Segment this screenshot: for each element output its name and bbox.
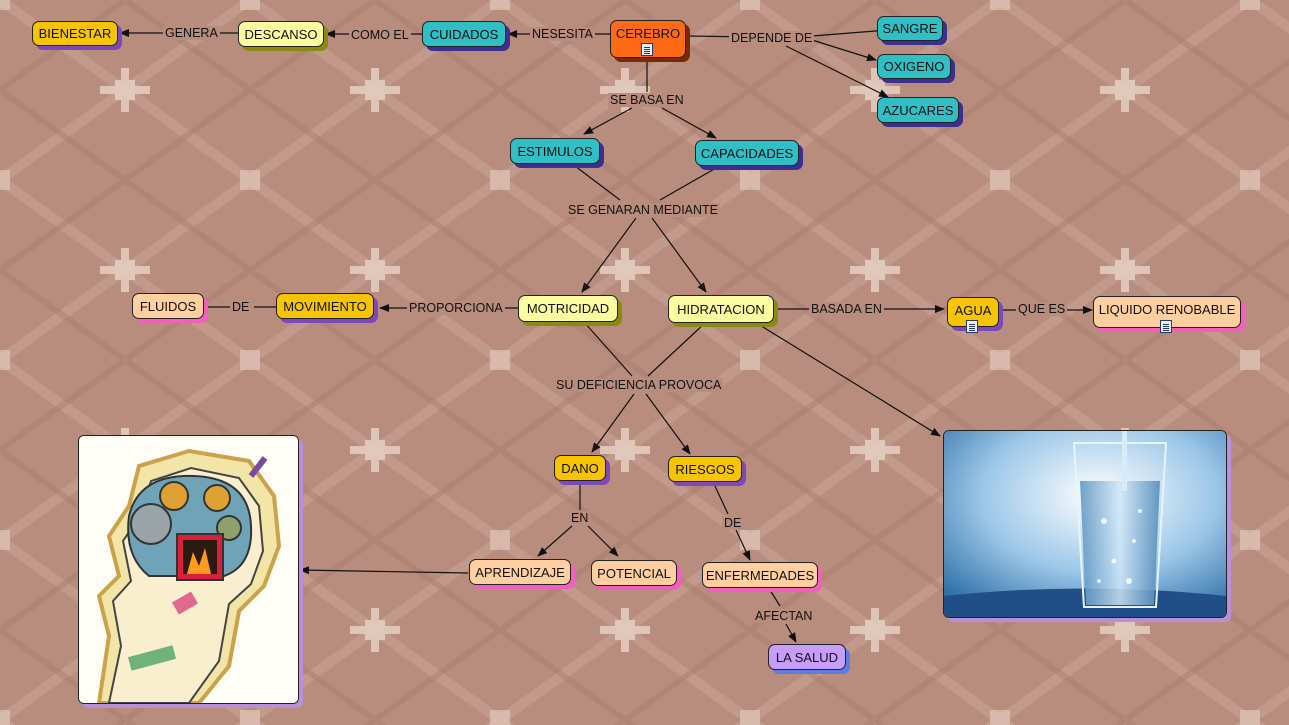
link-proporciona: PROPORCIONA	[407, 301, 505, 315]
link-se-basa-en: SE BASA EN	[608, 93, 686, 107]
link-de-fluidos: DE	[230, 300, 252, 314]
node-motricidad[interactable]: MOTRICIDAD	[518, 295, 618, 322]
link-que-es: QUE ES	[1016, 302, 1068, 316]
node-dano[interactable]: DANO	[554, 455, 606, 481]
link-deficiencia: SU DEFICIENCIA PROVOCA	[554, 378, 724, 392]
link-en: EN	[569, 511, 591, 525]
link-de-enfermedades: DE	[722, 516, 744, 530]
link-genera: GENERA	[163, 26, 220, 40]
document-icon[interactable]	[1160, 320, 1172, 333]
node-la-salud[interactable]: LA SALUD	[768, 644, 846, 670]
link-afectan: AFECTAN	[753, 609, 815, 623]
node-estimulos[interactable]: ESTIMULOS	[510, 138, 600, 164]
node-movimiento[interactable]: MOVIMIENTO	[276, 293, 374, 319]
glass-of-water-image	[944, 431, 1226, 617]
node-azucares[interactable]: AZUCARES	[877, 97, 959, 123]
node-oxigeno[interactable]: OXIGENO	[877, 54, 951, 79]
document-icon[interactable]	[966, 320, 978, 333]
link-basada-en: BASADA EN	[809, 302, 884, 316]
link-depende-de: DEPENDE DE	[729, 31, 815, 45]
node-riesgos[interactable]: RIESGOS	[668, 456, 742, 482]
link-como-el: COMO EL	[349, 28, 411, 42]
node-hidratacion[interactable]: HIDRATACION	[668, 295, 774, 323]
node-fluidos[interactable]: FLUIDOS	[132, 293, 204, 319]
node-aprendizaje[interactable]: APRENDIZAJE	[469, 559, 571, 585]
node-capacidades[interactable]: CAPACIDADES	[695, 140, 799, 166]
brain-illustration[interactable]	[78, 435, 299, 704]
brain-gears-image	[79, 436, 298, 703]
node-descanso[interactable]: DESCANSO	[238, 21, 324, 47]
node-enfermedades[interactable]: ENFERMEDADES	[702, 562, 818, 588]
water-glass-photo[interactable]	[943, 430, 1227, 618]
node-bienestar[interactable]: BIENESTAR	[32, 21, 118, 46]
node-cuidados[interactable]: CUIDADOS	[422, 21, 506, 47]
document-icon[interactable]	[641, 43, 653, 56]
node-sangre[interactable]: SANGRE	[877, 16, 943, 41]
node-potencial[interactable]: POTENCIAL	[591, 560, 677, 586]
link-se-generan: SE GENARAN MEDIANTE	[566, 203, 721, 217]
link-nesesita: NESESITA	[530, 27, 595, 41]
